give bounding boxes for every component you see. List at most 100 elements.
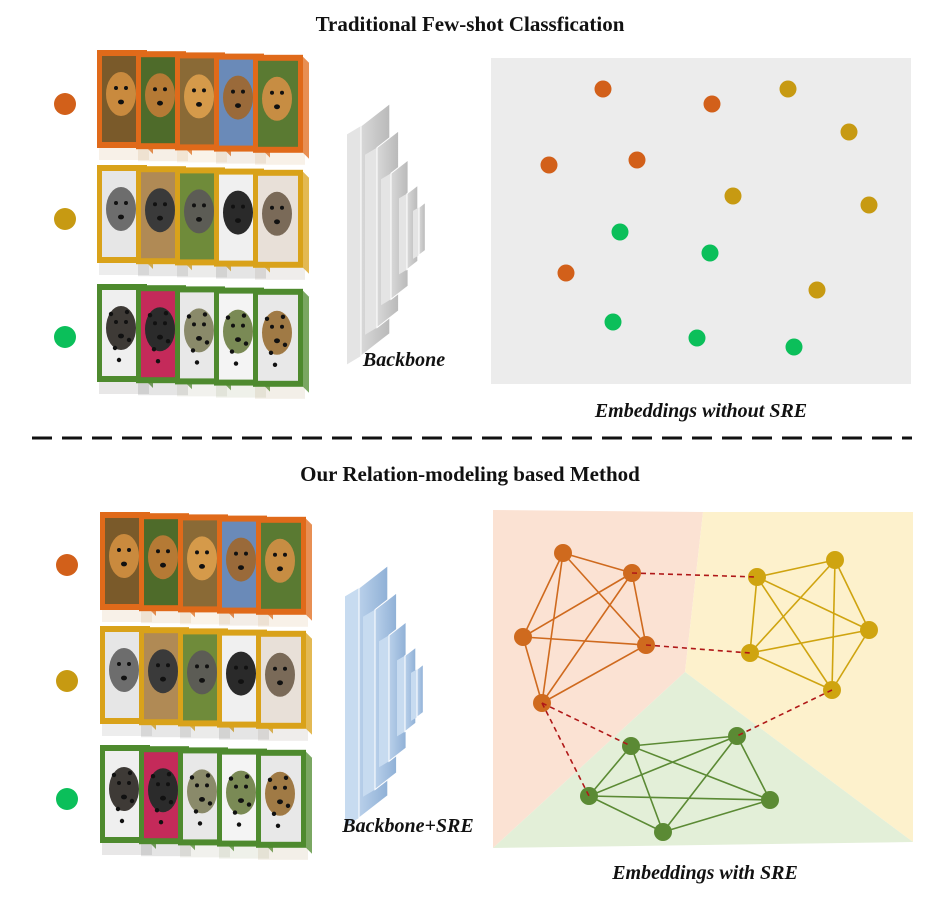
relation-edge (541, 552, 564, 704)
embedding-label-with-sre: Embeddings with SRE (612, 862, 798, 884)
relation-edge (630, 745, 664, 833)
image-stack-green-bottom (100, 745, 312, 860)
relation-edge (662, 799, 771, 833)
support-image (178, 628, 234, 739)
relation-edge (588, 795, 664, 833)
graph-node-orange (514, 628, 532, 646)
image-stack-green-top (97, 284, 309, 399)
graph-node-green (622, 737, 640, 755)
relation-edge (522, 552, 564, 638)
embedding-point-gold (808, 281, 826, 299)
inter-class-links (541, 572, 833, 797)
region-orange (493, 510, 703, 848)
embedding-point-gold (724, 187, 742, 205)
relation-edge (749, 652, 833, 691)
graph-node-green (761, 791, 779, 809)
relation-edge (831, 559, 836, 691)
relation-edge (631, 572, 647, 646)
bottom-section-title: Our Relation-modeling based Method (300, 462, 640, 486)
graph-node-orange (554, 544, 572, 562)
graph-node-gold (826, 551, 844, 569)
relation-edge (749, 576, 758, 654)
relation-edge (562, 552, 633, 574)
backbone-icon (347, 102, 426, 365)
support-image (253, 288, 309, 399)
relation-edge (749, 629, 870, 654)
inter-class-dashed-edge (631, 572, 758, 578)
embedding-point-green (611, 223, 629, 241)
support-image (256, 630, 312, 741)
class-dot-orange-bottom (56, 554, 78, 576)
embedding-label-without-sre: Embeddings without SRE (594, 400, 808, 422)
relation-edge (588, 745, 632, 797)
embedding-point-orange (703, 95, 721, 113)
relation-edge (630, 735, 738, 747)
graph-node-gold (860, 621, 878, 639)
relation-edge (736, 735, 771, 801)
class-dot-gold-top (54, 208, 76, 230)
backbone-sre-icon (345, 564, 424, 827)
class-dot-orange-top (54, 93, 76, 115)
backbone-layer-block (411, 663, 424, 721)
class-dot-green-bottom (56, 788, 78, 810)
support-image (256, 516, 312, 627)
region-gold (685, 512, 913, 842)
embedding-point-green (688, 329, 706, 347)
relation-edge (522, 572, 633, 638)
top-section-title: Traditional Few-shot Classfication (315, 12, 625, 36)
relation-edge (834, 559, 870, 631)
graph-node-gold (748, 568, 766, 586)
relation-edge (541, 572, 633, 704)
relation-edge (749, 559, 836, 654)
relation-edge (522, 636, 543, 704)
relation-edge (522, 636, 647, 646)
embedding-point-orange (628, 151, 646, 169)
embedding-point-orange (540, 156, 558, 174)
relation-edge (630, 745, 771, 801)
embedding-point-gold (860, 196, 878, 214)
image-stack-gold-bottom (100, 626, 312, 741)
support-image (256, 749, 312, 860)
relation-edge (588, 795, 771, 801)
embedding-point-gold (840, 123, 858, 141)
inter-class-dashed-edge (541, 702, 632, 747)
embedding-point-green (701, 244, 719, 262)
relation-edge (756, 559, 836, 578)
backbone-label: Backbone (362, 349, 446, 371)
relation-edge (756, 576, 870, 631)
backbone-sre-label: Backbone+SRE (342, 815, 474, 837)
embedding-point-orange (594, 80, 612, 98)
embedding-point-green (604, 313, 622, 331)
embedding-point-orange (557, 264, 575, 282)
relation-edge (541, 644, 647, 704)
relation-edge (562, 552, 647, 646)
relation-edge (831, 629, 870, 691)
relation-graph-orange (514, 544, 655, 712)
relation-graph-gold (741, 551, 878, 699)
support-image (214, 168, 270, 279)
relation-edge (756, 576, 833, 691)
class-dot-gold-bottom (56, 670, 78, 692)
graph-node-green (728, 727, 746, 745)
graph-node-green (654, 823, 672, 841)
image-stack-orange-top (97, 50, 309, 165)
relation-edge (588, 735, 738, 797)
relation-graph-green (580, 727, 779, 841)
embedding-point-green (785, 338, 803, 356)
backbone-layer-block (413, 201, 426, 259)
relation-edge (662, 735, 738, 833)
image-stack-orange-bottom (100, 512, 312, 627)
class-dot-green-top (54, 326, 76, 348)
graph-node-green (580, 787, 598, 805)
embedding-point-gold (779, 80, 797, 98)
embedding-panel-without-sre (491, 58, 911, 384)
image-stack-gold-top (97, 165, 309, 280)
graph-node-gold (741, 644, 759, 662)
support-image (253, 169, 309, 280)
region-green (493, 672, 913, 848)
support-image (253, 54, 309, 165)
